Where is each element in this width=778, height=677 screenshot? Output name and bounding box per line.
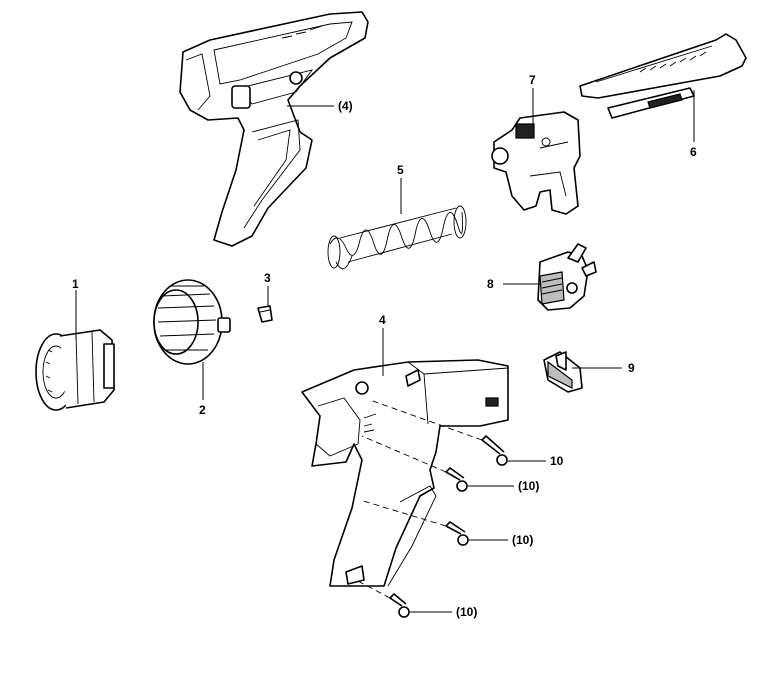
- part-feed-head: [491, 111, 581, 215]
- callout-1: 1: [72, 277, 79, 291]
- callout-4: 4: [379, 313, 386, 327]
- callout-3: 3: [264, 271, 271, 285]
- screw-2: [445, 467, 468, 492]
- callout-10-b: (10): [518, 479, 539, 493]
- part-small-block: [543, 351, 583, 393]
- part-collar: [35, 329, 115, 411]
- part-spring: [327, 205, 467, 270]
- screw-4: [389, 593, 410, 618]
- callout-9: 9: [628, 361, 635, 375]
- part-clip: [257, 305, 273, 323]
- callout-2: 2: [199, 403, 206, 417]
- part-housing-shell: [301, 359, 509, 587]
- callout-5: 5: [397, 163, 404, 177]
- screw-3: [445, 521, 469, 546]
- part-clamp: [537, 243, 597, 311]
- part-screws: [389, 435, 508, 618]
- screw-1: [481, 435, 508, 466]
- part-ring: [153, 279, 231, 365]
- part-slide-rail: [579, 33, 747, 119]
- callout-7: 7: [529, 73, 536, 87]
- callout-10-a: 10: [550, 454, 564, 468]
- callout-6: 6: [690, 145, 697, 159]
- callout-8: 8: [487, 277, 494, 291]
- callout-10-c: (10): [512, 533, 533, 547]
- callout-4-ref: (4): [338, 99, 353, 113]
- leader-lines: [75, 88, 695, 613]
- callout-10-d: (10): [456, 605, 477, 619]
- part-housing-half-upper: [179, 11, 369, 247]
- assembly-lines: [355, 399, 483, 599]
- callout-labels: (4) 5 7 6 8 9 1 2 3 4 10 (10) (10) (10): [72, 73, 697, 619]
